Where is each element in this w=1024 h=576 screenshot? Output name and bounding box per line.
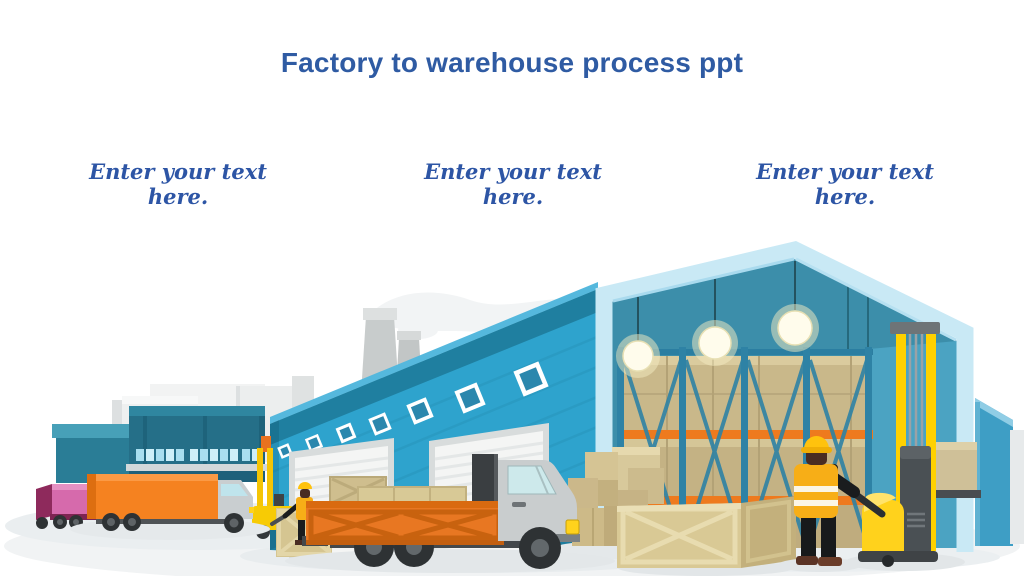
text-placeholder-3[interactable]: Enter your text here. — [756, 159, 934, 209]
warehouse-windows — [277, 361, 549, 459]
flatbed-truck — [285, 454, 615, 573]
slide-title: Factory to warehouse process ppt — [280, 46, 744, 78]
text-placeholder-1[interactable]: Enter your text here. — [89, 159, 267, 209]
factory-building — [52, 406, 268, 483]
truck-cab — [498, 460, 580, 542]
text-placeholder-2[interactable]: Enter your text here. — [424, 159, 602, 209]
pallet-racks — [617, 347, 873, 548]
hanging-lights — [616, 261, 819, 378]
annex-building — [975, 398, 1024, 546]
crates-on-bed — [329, 476, 467, 506]
pallet-stacker — [845, 322, 981, 571]
factory-windows — [136, 449, 260, 461]
orange-box-truck — [70, 474, 270, 540]
warehouse-worker — [778, 436, 862, 572]
wooden-crate-large — [617, 496, 796, 576]
